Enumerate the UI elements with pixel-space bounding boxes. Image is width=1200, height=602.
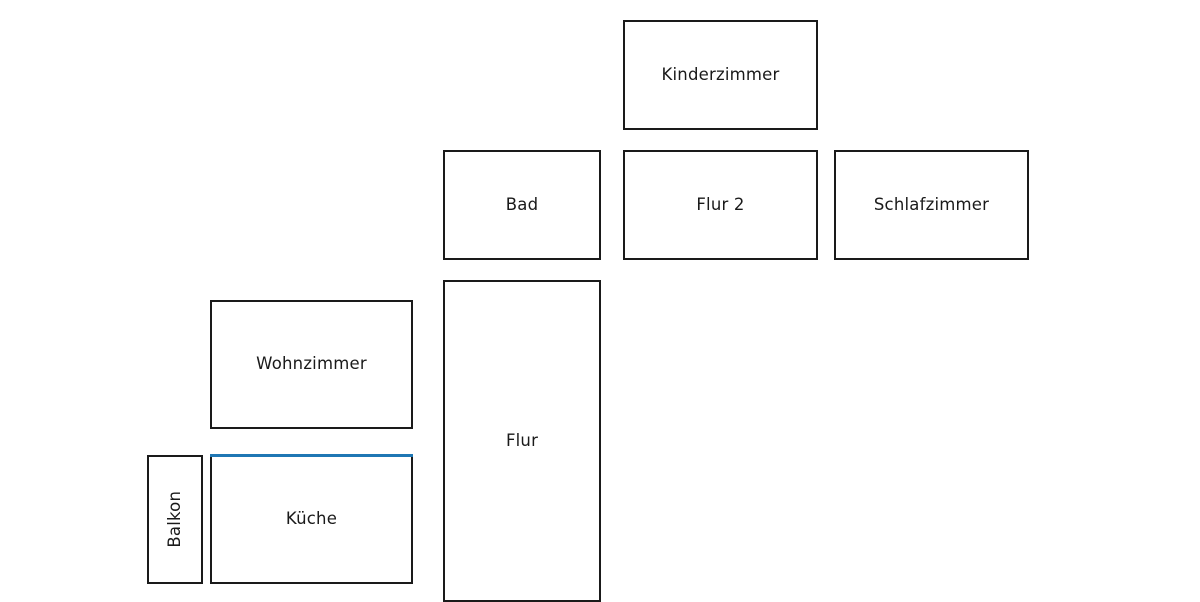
room-flur-2: Flur 2 xyxy=(623,150,818,260)
room-kueche: Küche xyxy=(210,454,413,584)
room-label-flur-2: Flur 2 xyxy=(696,194,745,214)
room-label-bad: Bad xyxy=(505,194,539,214)
room-label-flur: Flur xyxy=(505,430,539,450)
room-label-kinderzimmer: Kinderzimmer xyxy=(661,64,780,84)
room-flur: Flur xyxy=(443,280,601,602)
room-kinderzimmer: Kinderzimmer xyxy=(623,20,818,130)
room-label-balkon: Balkon xyxy=(164,491,184,548)
room-schlafzimmer: Schlafzimmer xyxy=(834,150,1029,260)
room-balkon: Balkon xyxy=(147,455,203,584)
room-label-kueche: Küche xyxy=(285,508,338,528)
room-wohnzimmer: Wohnzimmer xyxy=(210,300,413,429)
kueche-accent-line xyxy=(210,454,413,457)
room-bad: Bad xyxy=(443,150,601,260)
room-label-wohnzimmer: Wohnzimmer xyxy=(256,354,367,374)
room-label-schlafzimmer: Schlafzimmer xyxy=(873,194,990,214)
